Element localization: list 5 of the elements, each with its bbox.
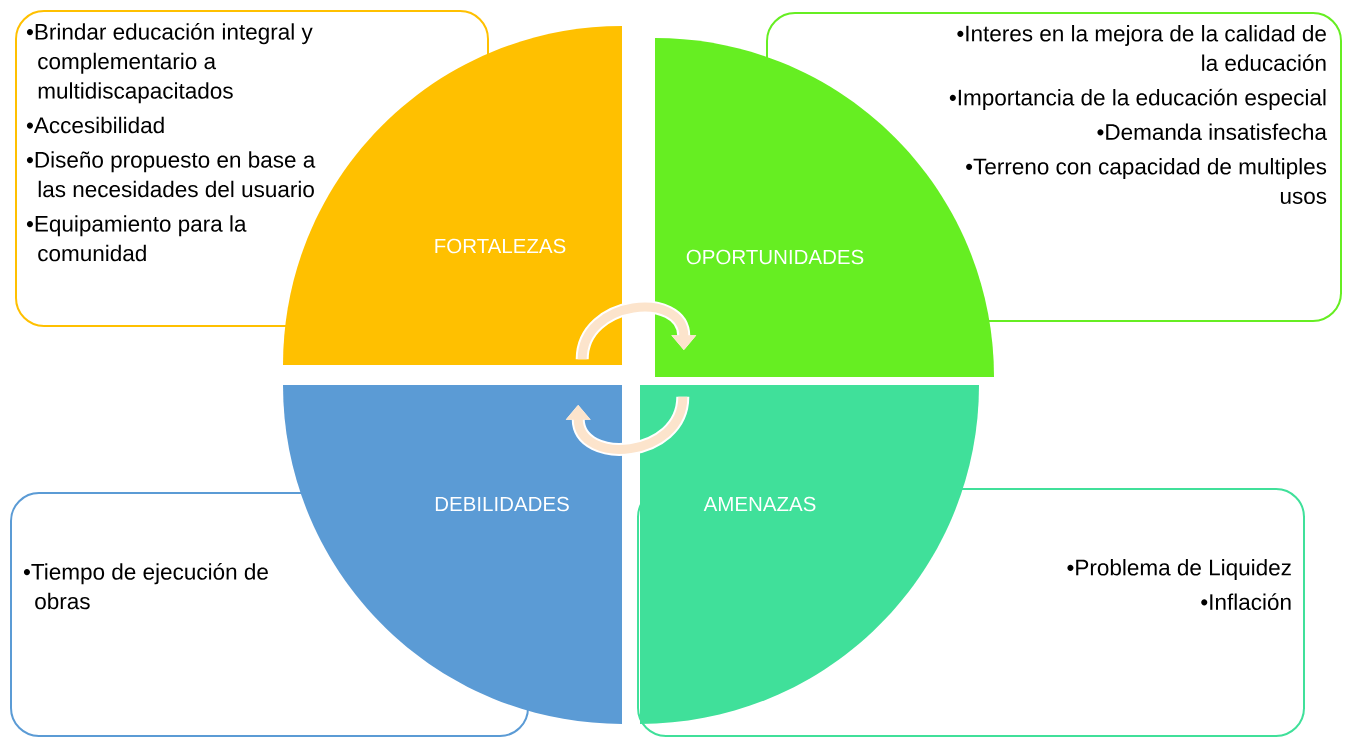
curved-arrow xyxy=(565,395,690,456)
quadrant-segment: DEBILIDADES xyxy=(283,385,622,724)
quadrant-segment: AMENAZAS xyxy=(640,385,979,724)
curved-arrow xyxy=(575,300,697,361)
node-label: AMENAZAS xyxy=(703,496,816,512)
